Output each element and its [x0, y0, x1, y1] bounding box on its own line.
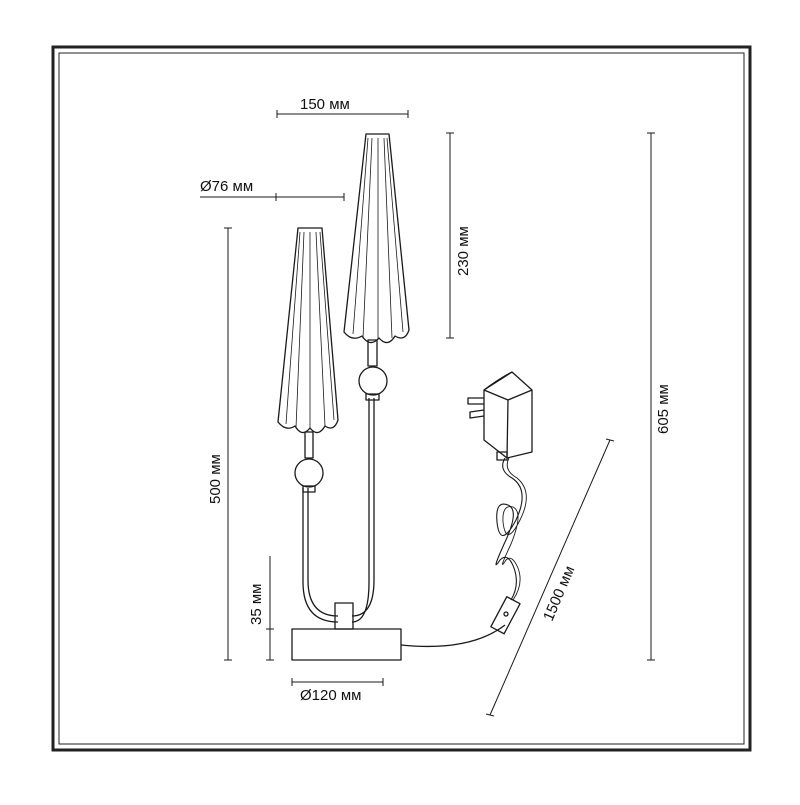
label-shade-diameter: Ø76 мм — [200, 178, 253, 195]
label-base-height: 35 мм — [248, 584, 265, 625]
outer-frame — [51, 45, 752, 752]
lamp-base — [291, 628, 402, 661]
inner-frame — [58, 52, 745, 745]
plug-prongs — [467, 397, 485, 419]
power-adapter — [483, 371, 533, 461]
right-shade — [343, 133, 410, 344]
lamp-cord — [400, 624, 506, 648]
lamp — [277, 133, 533, 661]
label-total-height: 605 мм — [655, 384, 672, 434]
label-shade-spacing: 150 мм — [300, 96, 350, 113]
dimension-lines — [200, 110, 655, 717]
inline-switch — [490, 596, 521, 635]
right-ball — [358, 366, 388, 396]
right-connector-bottom — [365, 393, 380, 401]
coiled-cord — [495, 457, 523, 601]
label-cord-length: 1500 мм — [540, 563, 578, 623]
label-base-diameter: Ø120 мм — [300, 687, 362, 704]
left-connector-top — [304, 431, 314, 459]
lamp-arm — [302, 398, 375, 623]
label-arm-height: 500 мм — [207, 454, 224, 504]
left-shade — [277, 227, 339, 434]
left-ball — [294, 458, 324, 488]
left-connector-bottom — [302, 485, 316, 493]
right-connector-top — [367, 339, 378, 367]
label-shade-height: 230 мм — [455, 226, 472, 276]
